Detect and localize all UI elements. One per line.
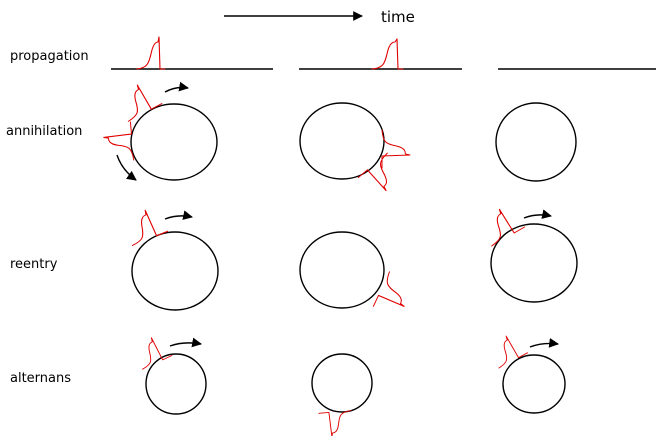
annihilation-ring-2 [299, 102, 411, 200]
row-label-annihilation: annihilation [6, 124, 82, 139]
reentry-ring-1 [121, 204, 219, 311]
propagation-cable-2 [299, 38, 462, 70]
row-label-propagation: propagation [10, 49, 89, 64]
annihilation-ring-1 [102, 78, 218, 181]
reentry-ring-3 [477, 202, 578, 303]
alternans-ring-3 [486, 330, 566, 414]
propagation-cable-1 [111, 36, 273, 70]
reentry-ring-2 [299, 231, 416, 319]
alternans-ring-1 [131, 332, 207, 415]
annihilation-ring-3 [495, 102, 577, 182]
row-label-alternans: alternans [10, 371, 71, 386]
time-label: time [381, 8, 415, 26]
alternans-ring-2 [311, 353, 373, 436]
row-label-reentry: reentry [10, 257, 58, 272]
